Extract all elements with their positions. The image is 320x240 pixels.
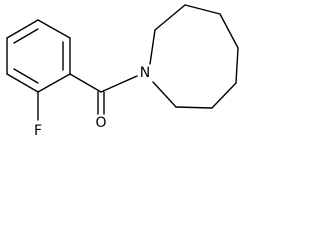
ring-bond-2 bbox=[37, 19, 71, 39]
ring-to-carbonyl-bond bbox=[69, 73, 102, 93]
azocane-bond-6 bbox=[211, 82, 237, 109]
ring-double-bond-3 bbox=[13, 68, 39, 84]
ring-bond-4 bbox=[37, 73, 71, 93]
ring-double-bond-1 bbox=[13, 28, 39, 44]
chemical-structure-diagram: F O N bbox=[6, 4, 239, 139]
fluorine-atom-label: F bbox=[34, 123, 42, 139]
ring-bond-1 bbox=[6, 19, 39, 39]
nitrogen-atom-label: N bbox=[140, 65, 150, 81]
azocane-bond-8 bbox=[152, 81, 177, 108]
carbonyl-to-nitrogen-bond bbox=[100, 75, 138, 93]
azocane-bond-7 bbox=[175, 106, 213, 109]
oxygen-atom-label: O bbox=[95, 115, 106, 131]
azocane-bond-3 bbox=[184, 4, 221, 15]
azocane-ring bbox=[149, 4, 239, 109]
azocane-bond-5 bbox=[235, 47, 239, 84]
benzene-ring bbox=[6, 19, 71, 93]
azocane-bond-1 bbox=[149, 29, 156, 65]
azocane-bond-4 bbox=[219, 13, 239, 49]
ring-bond-5 bbox=[6, 73, 39, 93]
azocane-bond-2 bbox=[154, 4, 186, 31]
